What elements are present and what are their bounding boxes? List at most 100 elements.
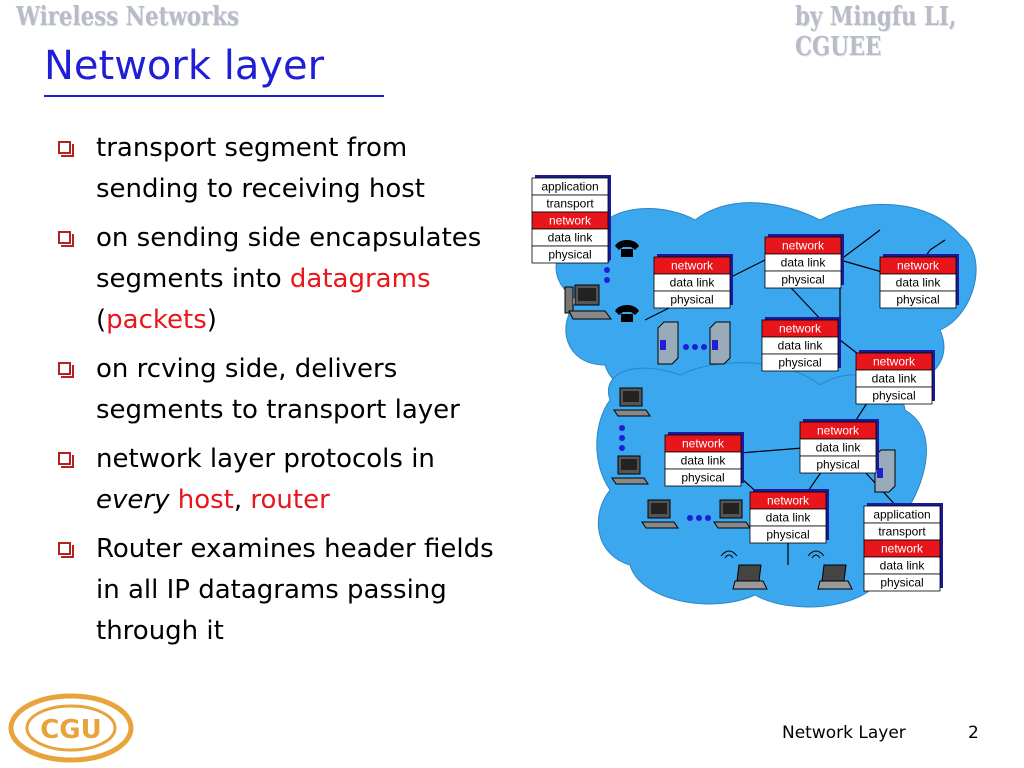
server-icon bbox=[657, 321, 679, 365]
router-protocol-stack: network data link physical bbox=[855, 350, 935, 405]
layer-label: network bbox=[767, 494, 810, 508]
layer-label: network bbox=[873, 355, 916, 369]
layer-label: network bbox=[779, 322, 822, 336]
bullet-item: on rcving side, delivers segments to tra… bbox=[58, 349, 508, 431]
network-diagram: application transport network data link phys… bbox=[531, 175, 977, 608]
bullet-text: packets bbox=[106, 305, 207, 335]
bullet-text: ) bbox=[206, 305, 217, 335]
bullet-list: transport segment from sending to receiv… bbox=[58, 128, 508, 660]
layer-box bbox=[664, 468, 742, 487]
footer-label: Network Layer bbox=[782, 723, 906, 743]
layer-label: network bbox=[782, 239, 825, 253]
bullet-item: Router examines header fields in all IP … bbox=[58, 529, 508, 652]
layer-label: physical bbox=[781, 273, 824, 287]
server-icon bbox=[709, 321, 731, 365]
layer-label: application bbox=[873, 508, 930, 522]
layer-label: physical bbox=[766, 528, 809, 542]
router-protocol-stack: network data link physical bbox=[749, 489, 829, 544]
bullet-marker-icon bbox=[58, 362, 74, 378]
router-protocol-stack: network data link physical bbox=[764, 234, 844, 289]
host-protocol-stack: application transport network data link phys… bbox=[531, 175, 611, 264]
cgu-logo: CGU bbox=[8, 693, 134, 763]
layer-box bbox=[653, 290, 731, 309]
router-protocol-stack: network data link physical bbox=[879, 254, 959, 309]
bullet-item: network layer protocols in every host, r… bbox=[58, 439, 508, 521]
layer-box bbox=[531, 245, 609, 264]
layer-label: transport bbox=[878, 525, 926, 539]
layer-label: data link bbox=[681, 454, 727, 468]
layer-box bbox=[749, 525, 827, 544]
bullet-item: transport segment from sending to receiv… bbox=[58, 128, 508, 210]
layer-label: network bbox=[881, 542, 924, 556]
router-protocol-stack: network data link physical bbox=[799, 419, 879, 474]
router-protocol-stack: network data link physical bbox=[761, 317, 841, 372]
layer-label: data link bbox=[670, 276, 716, 290]
telephone-icon bbox=[615, 305, 639, 322]
bullet-text: transport segment from sending to receiv… bbox=[96, 133, 425, 204]
layer-label: physical bbox=[880, 576, 923, 590]
layer-label: data link bbox=[781, 256, 827, 270]
layer-label: data link bbox=[896, 276, 942, 290]
layer-label: data link bbox=[548, 231, 594, 245]
layer-label: physical bbox=[816, 458, 859, 472]
bullet-text: ( bbox=[96, 305, 107, 335]
layer-label: data link bbox=[816, 441, 862, 455]
server-icon bbox=[874, 449, 896, 493]
desktop-computer-icon bbox=[613, 387, 651, 417]
bullet-text: every bbox=[96, 485, 170, 515]
layer-label: physical bbox=[778, 356, 821, 370]
bullet-text: datagrams bbox=[289, 264, 431, 294]
laptop-icon bbox=[732, 564, 768, 590]
bullet-marker-icon bbox=[58, 452, 74, 468]
layer-box bbox=[863, 573, 941, 592]
bullet-text: on rcving side, delivers segments to tra… bbox=[96, 354, 460, 425]
layer-box bbox=[761, 353, 839, 372]
bullet-text: Router examines header fields in all IP … bbox=[96, 534, 494, 646]
bullet-marker-icon bbox=[58, 141, 74, 157]
bullet-text: router bbox=[250, 485, 330, 515]
layer-label: network bbox=[817, 424, 860, 438]
layer-label: application bbox=[541, 180, 598, 194]
watermark-left: Wireless Networks bbox=[16, 2, 240, 32]
host-protocol-stack: application transport network data link phys… bbox=[863, 503, 943, 592]
telephone-icon bbox=[615, 240, 639, 257]
bullet-text: , bbox=[233, 485, 251, 515]
router-protocol-stack: network data link physical bbox=[653, 254, 733, 309]
layer-label: network bbox=[671, 259, 714, 273]
layer-label: physical bbox=[681, 471, 724, 485]
layer-label: data link bbox=[872, 372, 918, 386]
laptop-icon bbox=[817, 564, 853, 590]
bullet-text: network layer protocols in bbox=[96, 444, 435, 474]
desktop-computer-icon bbox=[641, 499, 679, 529]
desktop-computer-icon bbox=[611, 455, 649, 485]
layer-box bbox=[855, 386, 933, 405]
slide-title: Network layer bbox=[44, 43, 325, 89]
watermark-right: by Mingfu LI, CGUEE bbox=[795, 2, 957, 62]
layer-label: physical bbox=[872, 389, 915, 403]
layer-box bbox=[879, 290, 957, 309]
desktop-computer-icon bbox=[713, 499, 751, 529]
page-number: 2 bbox=[968, 723, 979, 743]
layer-label: network bbox=[549, 214, 592, 228]
layer-box bbox=[799, 455, 877, 474]
bullet-text: host bbox=[177, 485, 234, 515]
router-protocol-stack: network data link physical bbox=[664, 432, 744, 487]
layer-label: data link bbox=[778, 339, 824, 353]
bullet-marker-icon bbox=[58, 542, 74, 558]
bullet-text bbox=[169, 485, 177, 515]
desktop-computer-icon bbox=[564, 284, 612, 320]
bullet-marker-icon bbox=[58, 231, 74, 247]
layer-label: network bbox=[897, 259, 940, 273]
layer-label: network bbox=[682, 437, 725, 451]
bullet-item: on sending side encapsulates segments in… bbox=[58, 218, 508, 341]
bullet-text: on sending side encapsulates segments in… bbox=[96, 223, 482, 294]
title-underline bbox=[44, 95, 384, 97]
layer-label: physical bbox=[548, 248, 591, 262]
layer-label: transport bbox=[546, 197, 594, 211]
layer-box bbox=[764, 270, 842, 289]
layer-label: data link bbox=[880, 559, 926, 573]
layer-label: physical bbox=[896, 293, 939, 307]
layer-label: physical bbox=[670, 293, 713, 307]
logo-text: CGU bbox=[40, 715, 102, 745]
layer-label: data link bbox=[766, 511, 812, 525]
